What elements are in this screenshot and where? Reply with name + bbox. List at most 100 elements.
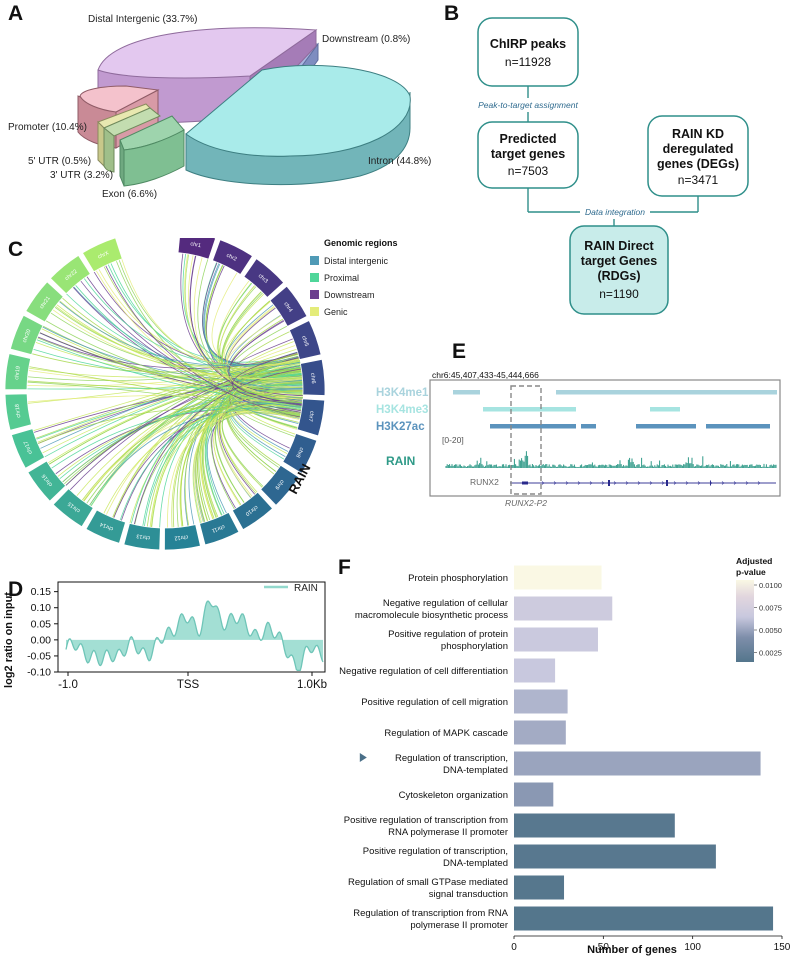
chromosome-segment-chr1 — [177, 238, 217, 260]
circos-link — [41, 328, 302, 408]
browser-frame — [429, 379, 781, 497]
legend-label-downstream: Downstream — [324, 290, 375, 300]
legend-swatch-proximal — [310, 273, 319, 282]
strand-arrow — [553, 481, 557, 485]
strand-arrow — [733, 481, 737, 485]
chromosome-label-chr8: chr8 — [294, 446, 304, 458]
rdg-title-3: (RDGs) — [597, 269, 640, 283]
go-term-label: macromolecule biosynthetic process — [355, 610, 508, 621]
chromosome-label-chr17: chr17 — [23, 440, 34, 455]
circos-links — [27, 253, 304, 528]
strand-arrow — [661, 481, 665, 485]
promoter-label: RUNX2-P2 — [505, 498, 547, 508]
chromosome-segment-chr15 — [52, 488, 94, 528]
track-label-h3k27ac: H3K27ac — [376, 421, 425, 433]
chromosome-segment-chr20 — [9, 314, 44, 356]
circos-link — [52, 309, 303, 379]
colorbar-tick-label: 0.0100 — [759, 581, 782, 590]
circos-link — [197, 370, 302, 522]
profile-plot-area: 0.150.100.050.00-0.05-0.10 — [27, 581, 326, 679]
go-term-label: Cytoskeleton organization — [399, 790, 508, 801]
promoter-highlight — [510, 385, 542, 495]
strand-arrow — [577, 481, 581, 485]
predicted-targets-title-2: target genes — [491, 147, 565, 161]
circos-link — [221, 291, 303, 404]
chromosome-segment-chr11 — [199, 511, 240, 546]
chipr-peaks-box — [477, 17, 579, 87]
circos-link — [232, 401, 302, 425]
circos-link — [232, 364, 303, 381]
chromosome-label-chr7: chr7 — [307, 410, 315, 422]
circos-link — [35, 355, 299, 439]
go-xtick-label: 0 — [511, 942, 517, 953]
circos-link — [133, 368, 302, 525]
chipr-peaks-title: ChIRP peaks — [490, 37, 566, 51]
panel-label-a: A — [8, 2, 24, 25]
rain-kd-degs-box — [647, 115, 749, 197]
legend-label-distal-intergenic: Distal intergenic — [324, 256, 389, 266]
go-term-label: Positive regulation of transcription fro… — [344, 815, 508, 826]
circos-link — [28, 366, 301, 416]
chromosome-segment-chr10 — [231, 491, 274, 531]
rain-kd-title-3: genes (DEGs) — [657, 157, 739, 171]
circos-link — [27, 381, 301, 417]
circos-link — [219, 391, 303, 493]
panel-d-tss-profile: 0.150.100.050.00-0.05-0.10 log2 ratio on… — [3, 581, 327, 691]
legend-swatch-distal-intergenic — [310, 256, 319, 265]
go-bar — [514, 844, 716, 869]
colorbar-gradient — [736, 580, 754, 662]
strand-arrow — [673, 481, 677, 485]
predicted-targets-count: n=7503 — [508, 164, 549, 178]
go-xtick-label: 150 — [774, 942, 790, 953]
circos-link — [232, 378, 303, 420]
predicted-targets-title-1: Predicted — [500, 132, 557, 146]
strand-arrow — [649, 481, 653, 485]
go-bar — [514, 906, 774, 931]
go-term-label: DNA-templated — [443, 765, 508, 776]
go-term-label: Regulation of transcription, — [395, 753, 508, 764]
chromosome-segment-chr16 — [27, 460, 67, 502]
circos-link — [204, 366, 302, 516]
colorbar-title-2: p-value — [736, 567, 766, 577]
chromosome-label-chr18: chr18 — [15, 404, 23, 418]
peak-to-target-label: Peak-to-target assignment — [478, 100, 578, 110]
go-term-label: Positive regulation of transcription, — [363, 846, 508, 857]
strand-arrow — [601, 481, 605, 485]
pie-label-intron: Intron (44.8%) — [368, 156, 431, 167]
profile-xtick-start: -1.0 — [58, 679, 78, 691]
panel-label-b: B — [444, 2, 460, 25]
strand-arrow — [721, 481, 725, 485]
rdg-title-2: target Genes — [581, 254, 657, 268]
colorbar-tick-label: 0.0075 — [759, 604, 782, 613]
legend-swatch-downstream — [310, 290, 319, 299]
strand-arrow — [685, 481, 689, 485]
rdg-box — [569, 225, 669, 315]
gene-exon — [710, 480, 711, 486]
profile-ytick-label: -0.10 — [27, 667, 51, 679]
gene-label: RUNX2 — [470, 477, 499, 487]
go-term-label: Protein phosphorylation — [408, 573, 508, 584]
chromosome-label-chr19: chr19 — [14, 366, 22, 380]
panel-label-d: D — [8, 578, 24, 601]
circos-legend: Genomic regions Distal intergenicProxima… — [310, 238, 398, 317]
track-bar-h3k4me3 — [650, 407, 680, 412]
pie-slice-3utr — [103, 107, 161, 173]
panel-e-genome-browser: chr6:45,407,433-45,444,666 H3K4me1 H3K4m… — [376, 370, 781, 508]
go-bar — [514, 875, 565, 900]
track-bar-h3k27ac — [490, 424, 576, 429]
chromosome-label-chr12: chr12 — [174, 533, 188, 540]
gene-exon — [522, 481, 528, 485]
rain-kd-title-1: RAIN KD — [672, 127, 724, 141]
gene-exon — [608, 480, 610, 486]
go-bar — [514, 627, 598, 652]
data-integration-label: Data integration — [585, 207, 645, 217]
panel-c-circos-plot: chr1chr2chr3chr4chr5chr6chr7chr8chr9chr1… — [4, 238, 398, 551]
chromosome-label-chr11: chr11 — [211, 523, 226, 533]
circos-link — [37, 336, 299, 369]
go-term-label: RNA polymerase II promoter — [388, 827, 508, 838]
colorbar-tick-label: 0.0025 — [759, 649, 782, 658]
profile-line — [65, 600, 324, 672]
pie-label-3utr: 3' UTR (3.2%) — [50, 170, 113, 181]
go-term-label: Regulation of transcription from RNA — [353, 908, 508, 919]
